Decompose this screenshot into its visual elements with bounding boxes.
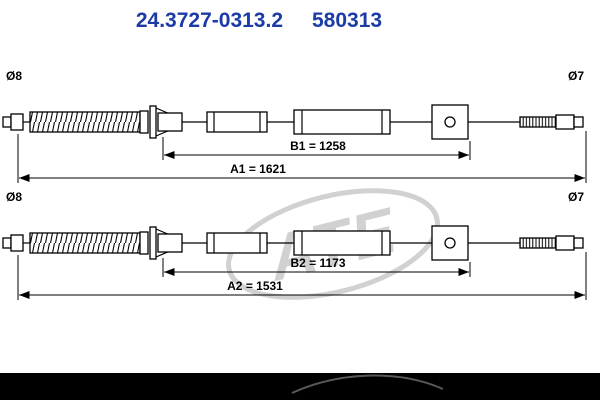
right-end-fitting — [555, 114, 584, 130]
spring-sheath — [29, 111, 141, 133]
part-number: 24.3727-0313.2 — [136, 9, 283, 32]
spring-end-cap — [139, 231, 149, 255]
cable-2-right-diameter-label: Ø7 — [568, 190, 584, 204]
cable-1-left-diameter-label: Ø8 — [6, 69, 22, 83]
dimension-a1: A1 = 1621 — [17, 131, 587, 183]
threaded-rod — [519, 116, 557, 128]
dimension-b1: B1 = 1258 — [162, 137, 471, 160]
adjuster-block — [431, 104, 469, 140]
outer-tube-2 — [293, 109, 391, 135]
dimension-b2: B2 = 1173 — [162, 256, 471, 277]
dimension-a2: A2 = 1531 — [17, 252, 587, 300]
spring-end-cap — [139, 110, 149, 134]
right-end-fitting — [555, 235, 584, 251]
spring-sheath — [29, 232, 141, 254]
cable-2-left-diameter-label: Ø8 — [6, 190, 22, 204]
mounting-bracket — [149, 105, 183, 139]
left-end-fitting — [2, 113, 24, 131]
mounting-bracket — [149, 226, 183, 260]
cable-2-drawing: Ø8 Ø7 — [2, 190, 587, 300]
footer-swoosh-decoration — [291, 374, 444, 394]
cable-1-right-diameter-label: Ø7 — [568, 69, 584, 83]
reference-number: 580313 — [312, 9, 382, 32]
outer-tube-1 — [206, 111, 268, 133]
outer-tube-1 — [206, 232, 268, 254]
threaded-rod — [519, 237, 557, 249]
dimension-b2-label: B2 = 1173 — [290, 256, 345, 270]
dimension-b1-label: B1 = 1258 — [290, 139, 346, 153]
dimension-a2-label: A2 = 1531 — [227, 279, 283, 293]
outer-tube-2 — [293, 230, 391, 256]
dimension-a1-label: A1 = 1621 — [230, 162, 286, 176]
footer-bar — [0, 373, 600, 400]
adjuster-block — [431, 225, 469, 261]
left-end-fitting — [2, 234, 24, 252]
cable-1-drawing: Ø8 Ø7 — [2, 69, 587, 183]
